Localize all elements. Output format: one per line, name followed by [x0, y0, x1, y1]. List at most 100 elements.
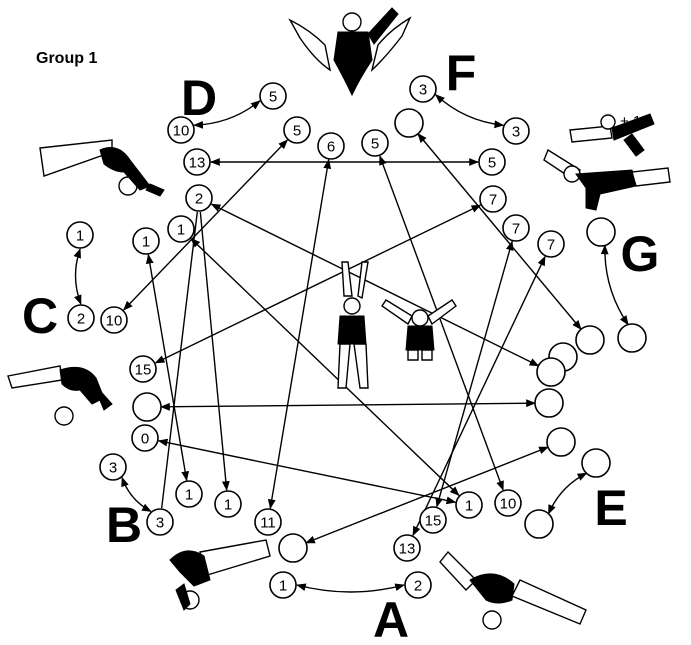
position-number: 10: [106, 313, 123, 330]
connection-line: [270, 160, 328, 508]
gymnast-figure-center-right: [382, 300, 456, 360]
position-number: 1: [76, 228, 84, 245]
position-node: 11: [255, 509, 281, 535]
position-circle: [547, 428, 575, 456]
connection-line: [437, 241, 512, 506]
gymnast-figure-lower-right: [440, 552, 586, 629]
position-node: 1: [176, 481, 202, 507]
position-node: 10: [495, 490, 521, 516]
position-circle: [535, 389, 563, 417]
position-number: 3: [512, 124, 520, 141]
group-letter-f: F: [446, 45, 477, 101]
position-node: [618, 324, 646, 352]
connection-line: [212, 204, 539, 366]
position-node: 7: [538, 231, 564, 257]
position-circle: [537, 358, 565, 386]
position-number: 10: [500, 496, 517, 513]
position-number: 3: [419, 82, 427, 99]
gymnast-figure-top: [290, 8, 410, 95]
position-number: 1: [279, 578, 287, 595]
position-node: 2: [186, 185, 212, 211]
position-node: 6: [318, 133, 344, 159]
connection-line: [297, 585, 404, 592]
connection-line: [549, 473, 587, 514]
position-node: 7: [480, 186, 506, 212]
group-title: Group 1: [36, 50, 97, 67]
position-number: 13: [399, 541, 416, 558]
position-number: 2: [77, 311, 85, 328]
position-number: 15: [135, 362, 152, 379]
position-node: 1: [270, 572, 296, 598]
position-node: 5: [284, 117, 310, 143]
position-number: 7: [489, 192, 497, 209]
position-node: 1: [133, 228, 159, 254]
position-node: 7: [503, 215, 529, 241]
position-node: 3: [410, 76, 436, 102]
connection-line: [161, 403, 535, 407]
position-number: 0: [141, 431, 149, 448]
position-number: 5: [488, 155, 496, 172]
position-node: 2: [68, 305, 94, 331]
position-node: [133, 393, 161, 421]
gymnast-figure-center-left: [338, 262, 368, 388]
group-letter-b: B: [106, 497, 142, 553]
position-node: 3: [147, 509, 173, 535]
position-node: [582, 449, 610, 477]
position-number: 2: [195, 191, 203, 208]
position-node: [395, 109, 423, 137]
position-number: 5: [293, 123, 301, 140]
position-node: 1: [215, 491, 241, 517]
position-node: 5: [362, 130, 388, 156]
position-node: 13: [394, 535, 420, 561]
group-letter-c: C: [22, 288, 58, 344]
position-number: 7: [512, 221, 520, 238]
position-number: 1: [185, 487, 193, 504]
position-node: 1: [456, 492, 482, 518]
position-node: 0: [132, 425, 158, 451]
position-number: 5: [269, 89, 277, 106]
position-number: 15: [425, 513, 442, 530]
position-circle: [587, 218, 615, 246]
gymnast-figure-right-lower: [544, 150, 670, 210]
position-node: 13: [184, 149, 210, 175]
group-letter-a: A: [373, 592, 409, 645]
position-node: 3: [503, 118, 529, 144]
position-number: 3: [156, 515, 164, 532]
position-node: [525, 510, 553, 538]
position-node: 1: [67, 222, 93, 248]
position-node: [537, 358, 565, 386]
group-letter-d: D: [181, 70, 217, 126]
group-letter-e: E: [594, 480, 627, 536]
position-node: 15: [130, 356, 156, 382]
position-number: 5: [371, 136, 379, 153]
position-circle: [279, 534, 307, 562]
position-node: 3: [100, 454, 126, 480]
position-node: 15: [420, 507, 446, 533]
position-circle: [576, 326, 604, 354]
gymnast-figure-lower-left: [170, 540, 270, 610]
gymnast-figure-right-upper: [570, 114, 654, 156]
group-letter-g: G: [621, 226, 660, 282]
position-node: [279, 534, 307, 562]
connection-line: [200, 212, 226, 490]
position-number: 6: [327, 139, 335, 156]
connection-line: [76, 249, 81, 304]
position-number: 7: [547, 237, 555, 254]
position-node: 1: [168, 216, 194, 242]
position-node: [576, 326, 604, 354]
position-circle: [525, 510, 553, 538]
gymnast-figure-upper-left: [40, 140, 164, 196]
position-number: 3: [109, 460, 117, 477]
position-circle: [582, 449, 610, 477]
position-circle: [395, 109, 423, 137]
position-number: 11: [260, 515, 276, 532]
position-circle: [133, 393, 161, 421]
position-node: [547, 428, 575, 456]
position-number: 1: [177, 222, 185, 239]
connection-line: [162, 212, 198, 508]
position-node: 5: [479, 149, 505, 175]
position-number: 1: [142, 234, 150, 251]
position-number: 13: [189, 155, 206, 172]
connection-line: [191, 239, 459, 496]
position-number: 1: [465, 498, 473, 515]
